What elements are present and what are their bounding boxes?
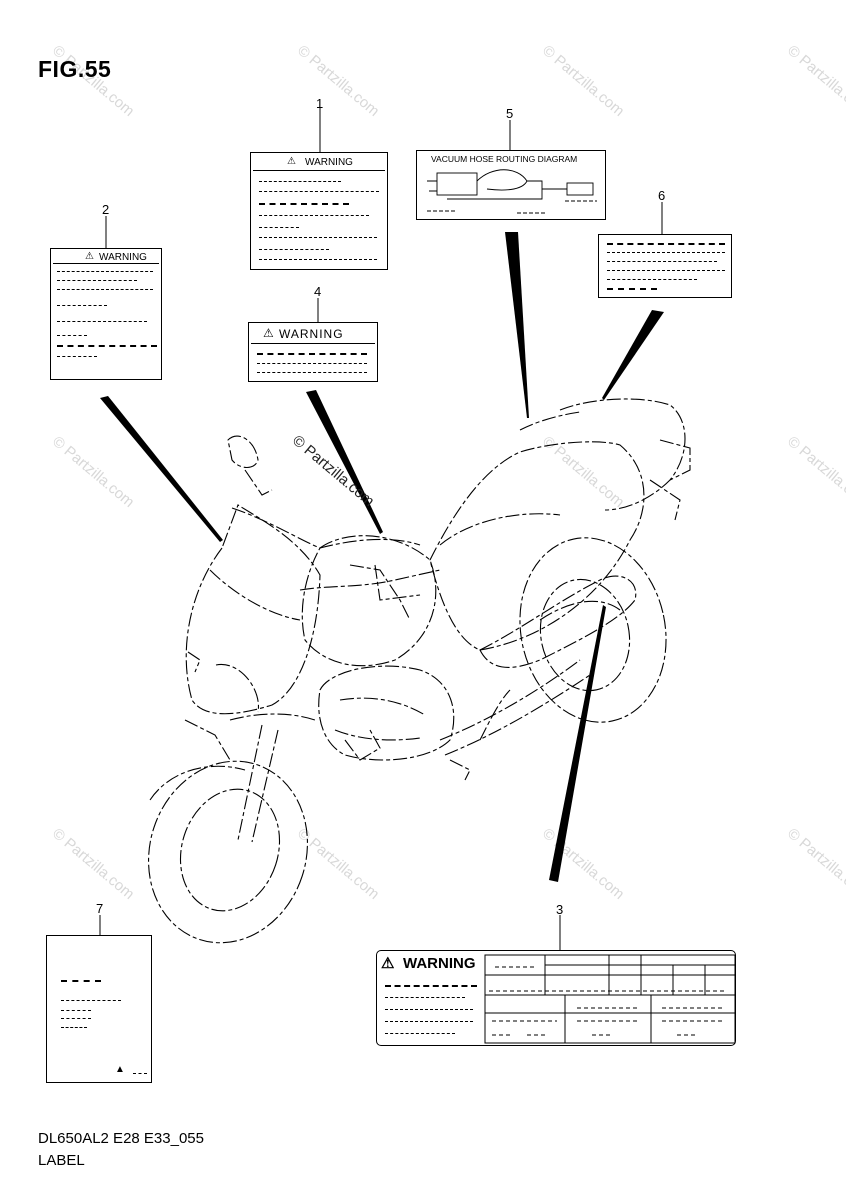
label-6-info-decal bbox=[598, 234, 732, 298]
label-1-heading: WARNING bbox=[305, 157, 353, 168]
label-2-warning-decal: ⚠ WARNING bbox=[50, 248, 162, 380]
text-line bbox=[57, 305, 107, 306]
text-line bbox=[385, 1033, 455, 1034]
text-line bbox=[259, 249, 329, 250]
label-7-manual-decal: ▲ bbox=[46, 935, 152, 1083]
text-line bbox=[57, 289, 153, 290]
text-line bbox=[259, 181, 341, 182]
figure-code: DL650AL2 E28 E33_055 bbox=[38, 1130, 204, 1147]
manufacturer-logo-icon: ▲ bbox=[115, 1064, 125, 1075]
text-line bbox=[385, 985, 477, 987]
callout-3: 3 bbox=[556, 902, 564, 917]
callout-1: 1 bbox=[316, 96, 324, 111]
label-2-heading: WARNING bbox=[99, 252, 147, 263]
figure-name: LABEL bbox=[38, 1152, 85, 1169]
callout-5: 5 bbox=[506, 106, 514, 121]
text-line bbox=[385, 1009, 473, 1010]
text-line bbox=[61, 1018, 91, 1019]
text-line bbox=[257, 372, 367, 373]
text-line bbox=[61, 1010, 91, 1011]
label-5-heading: VACUUM HOSE ROUTING DIAGRAM bbox=[431, 154, 578, 164]
warning-triangle-icon: ⚠ bbox=[287, 156, 296, 167]
text-line bbox=[385, 997, 465, 998]
text-line bbox=[257, 363, 367, 364]
label-rule bbox=[53, 263, 159, 264]
callout-4: 4 bbox=[314, 284, 322, 299]
label-rule bbox=[253, 170, 385, 171]
text-line bbox=[57, 280, 137, 281]
label-3-heading: WARNING bbox=[403, 955, 476, 972]
callout-6: 6 bbox=[658, 188, 666, 203]
text-line bbox=[259, 237, 377, 238]
text-line bbox=[607, 279, 697, 280]
text-line bbox=[61, 980, 101, 982]
text-line bbox=[607, 288, 657, 290]
label-4-heading: WARNING bbox=[279, 327, 344, 341]
label-4-warning-decal: ⚠ WARNING bbox=[248, 322, 378, 382]
label-3-warning-decal: ⚠ WARNING bbox=[376, 950, 736, 1046]
label-rule bbox=[251, 343, 375, 344]
label-5-vacuum-hose-decal: VACUUM HOSE ROUTING DIAGRAM bbox=[416, 150, 606, 220]
text-line bbox=[259, 215, 369, 216]
callout-7: 7 bbox=[96, 901, 104, 916]
text-line bbox=[57, 335, 87, 336]
warning-triangle-icon: ⚠ bbox=[263, 326, 274, 340]
text-line bbox=[259, 191, 379, 192]
warning-triangle-icon: ⚠ bbox=[381, 955, 395, 972]
text-line bbox=[61, 1000, 121, 1001]
text-line bbox=[607, 252, 725, 253]
vacuum-hose-schematic bbox=[427, 169, 597, 214]
text-line bbox=[57, 321, 147, 322]
text-line bbox=[57, 345, 157, 347]
text-line bbox=[259, 227, 299, 228]
text-line bbox=[607, 261, 717, 262]
label-1-warning-decal: ⚠ WARNING bbox=[250, 152, 388, 270]
text-line bbox=[259, 259, 377, 260]
text-line bbox=[385, 1021, 473, 1022]
text-line bbox=[133, 1073, 147, 1074]
text-line bbox=[607, 270, 725, 271]
text-line bbox=[257, 353, 367, 355]
text-line bbox=[57, 271, 153, 272]
text-line bbox=[61, 1027, 87, 1028]
tire-pressure-table bbox=[484, 954, 736, 1044]
text-line bbox=[259, 203, 349, 205]
warning-triangle-icon: ⚠ bbox=[85, 251, 94, 262]
figure-title: FIG.55 bbox=[38, 56, 112, 82]
text-line bbox=[57, 356, 97, 357]
text-line bbox=[607, 243, 725, 245]
callout-2: 2 bbox=[102, 202, 110, 217]
